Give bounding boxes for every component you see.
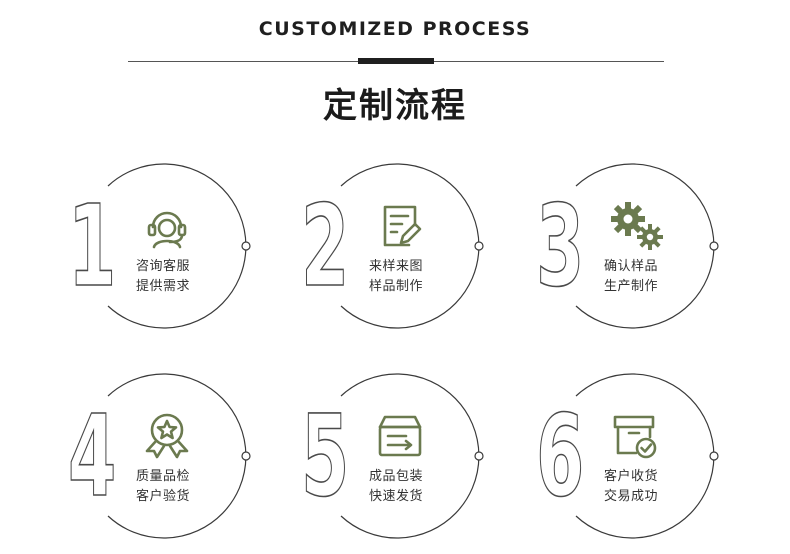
step-label: 咨询客服 提供需求 [136,257,236,297]
step-number: 1 [68,182,117,312]
step-label-line2: 生产制作 [604,279,659,294]
step-label-line1: 咨询客服 [136,259,191,274]
process-step-6: 6 客户收货 交易成功 [536,371,776,541]
step-ring [340,163,484,329]
step-label: 确认样品 生产制作 [604,257,704,297]
process-step-5: 5 成品包装 快速发货 [301,371,541,541]
section-eyebrow: CUSTOMIZED PROCESS [258,18,532,40]
step-number: 3 [536,182,585,312]
step-label-line2: 交易成功 [604,489,659,504]
step-number: 4 [68,392,117,522]
process-step-2: 2 来样来图 样品制作 [301,161,541,331]
step-label-line2: 提供需求 [136,279,191,294]
process-step-4: 4 质量品检 客户验货 [68,371,308,541]
customer-service-headset-icon [142,201,192,251]
package-box-icon [375,411,425,461]
process-step-1: 1 咨询客服 提供需求 [68,161,308,331]
design-document-edit-icon [375,201,425,251]
step-label: 成品包装 快速发货 [369,467,469,507]
step-label-line1: 来样来图 [369,259,424,274]
step-ring [107,163,251,329]
step-label: 来样来图 样品制作 [369,257,469,297]
step-ring [575,373,719,539]
delivered-box-check-icon [610,411,660,461]
step-label-line1: 确认样品 [604,259,659,274]
quality-award-badge-icon [142,411,192,461]
gears-icon [610,201,663,251]
step-ring [107,373,251,539]
step-ring [340,373,484,539]
step-label: 客户收货 交易成功 [604,467,704,507]
step-label: 质量品检 客户验货 [136,467,236,507]
step-label-line1: 质量品检 [136,469,191,484]
step-ring [575,163,719,329]
step-label-line2: 样品制作 [369,279,424,294]
step-label-line2: 客户验货 [136,489,191,504]
process-step-3: 3 [536,161,776,331]
step-number: 2 [301,182,350,312]
step-label-line1: 成品包装 [369,469,424,484]
step-number: 5 [301,392,350,522]
step-number: 6 [536,392,585,522]
step-label-line2: 快速发货 [369,489,424,504]
step-label-line1: 客户收货 [604,469,659,484]
header-divider-accent [358,58,434,64]
page-title: 定制流程 [323,86,467,126]
